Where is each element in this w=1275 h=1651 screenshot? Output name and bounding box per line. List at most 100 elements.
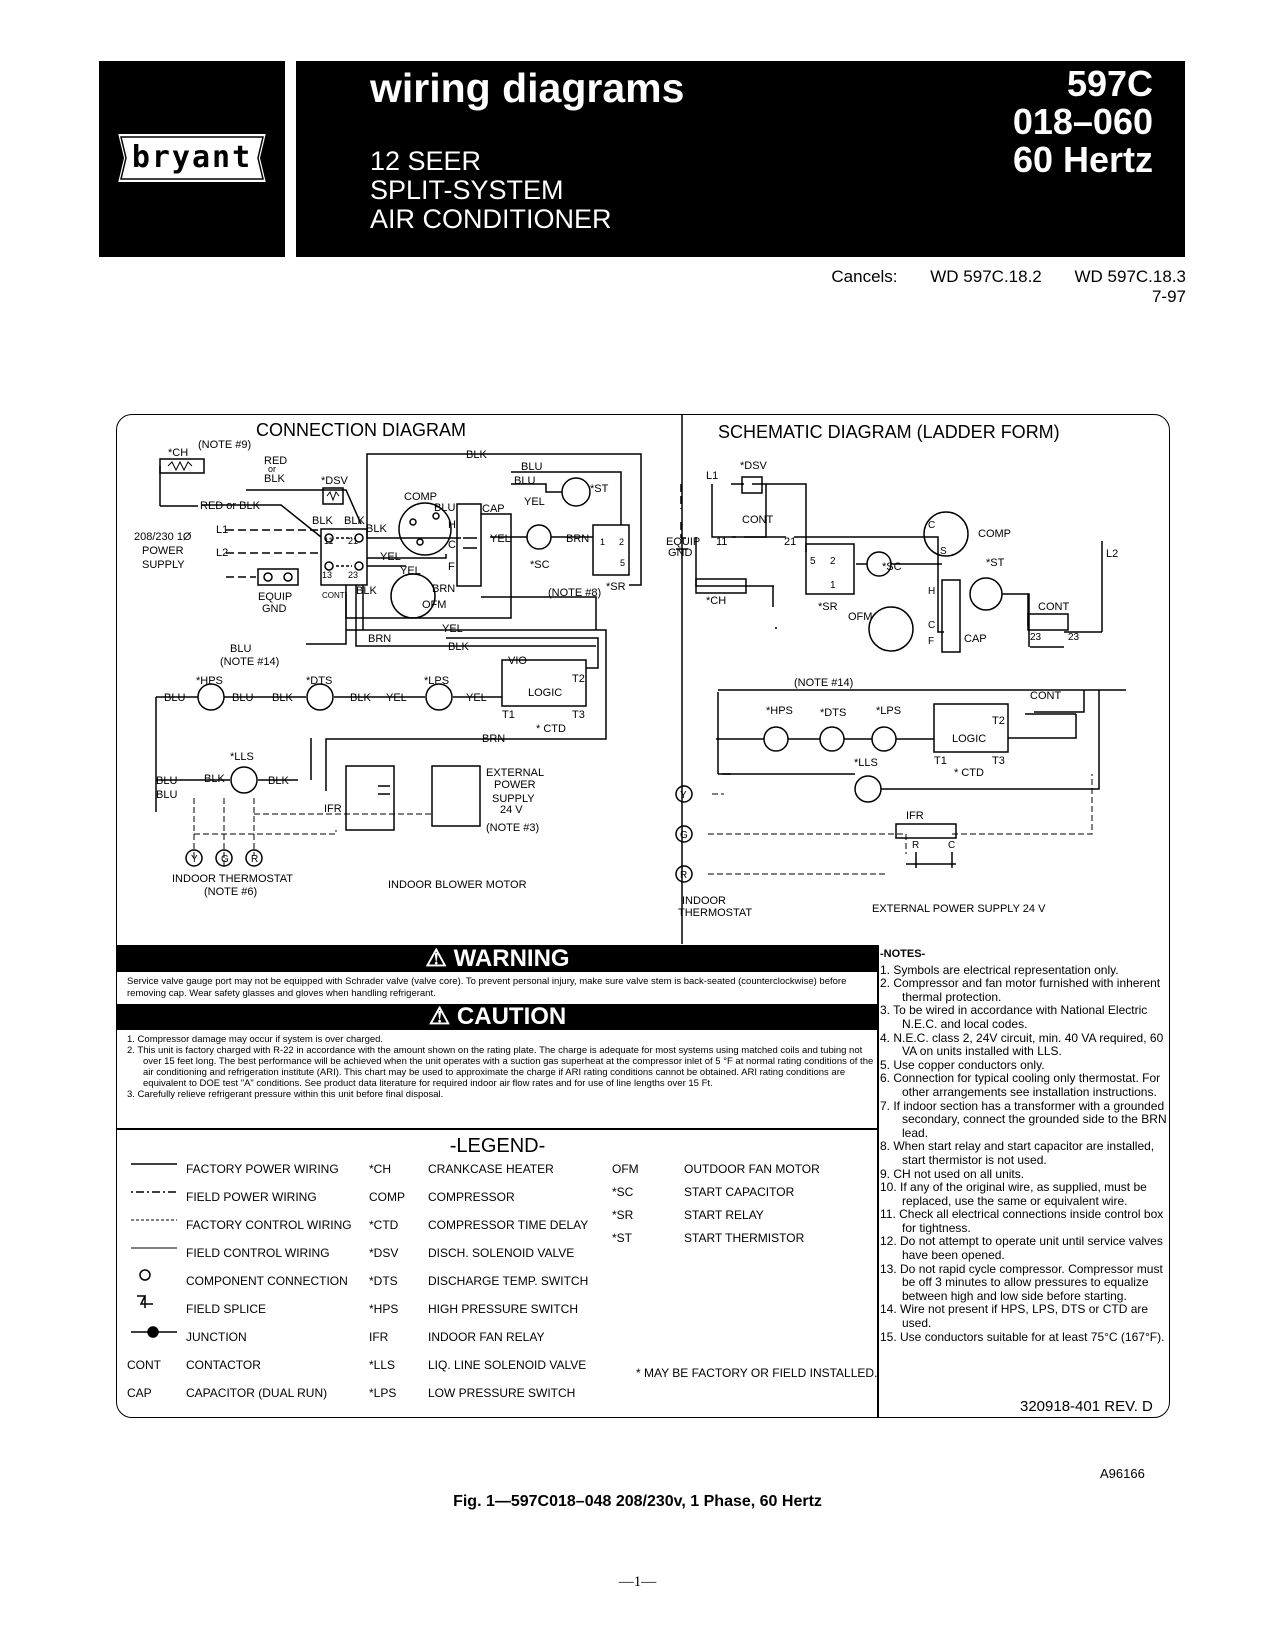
note-item: 8. When start relay and start capacitor …: [880, 1139, 1155, 1167]
legend-wiring-label: FIELD POWER WIRING: [186, 1190, 317, 1204]
legend-abbr: CAP: [127, 1386, 152, 1400]
component-connection-symbol: [139, 1269, 151, 1281]
legend-abbr: *ST: [612, 1231, 633, 1245]
legend-desc: COMPRESSOR: [428, 1190, 515, 1204]
legend-wiring-label: FIELD CONTROL WIRING: [186, 1246, 330, 1260]
label-dsv: *DSV: [740, 460, 768, 472]
label-ofm: OFM: [848, 611, 872, 623]
note-item: 2. Compressor and fan motor furnished wi…: [880, 976, 1161, 1004]
label-lls: *LLS: [230, 751, 254, 763]
field-splice-symbol: [137, 1295, 153, 1308]
legend-footnote: * MAY BE FACTORY OR FIELD INSTALLED.: [636, 1366, 878, 1380]
label-indoor-thermostat: INDOOR: [682, 895, 726, 907]
note-item: 4. N.E.C. class 2, 24V circuit, min. 40 …: [880, 1030, 1164, 1059]
label-terminal: 1: [830, 580, 836, 591]
label-wire: BLU: [521, 461, 542, 473]
label-terminal: 21: [348, 536, 358, 546]
label-hps: *HPS: [766, 705, 793, 717]
label-wire: BLK: [350, 692, 371, 704]
note-item: 11. Check all electrical connections ins…: [880, 1207, 1164, 1235]
label-sc: *SC: [882, 561, 902, 573]
label-wire: BLK: [366, 523, 387, 535]
label-note: (NOTE #14): [220, 656, 279, 668]
label-ext-supply: EXTERNAL: [486, 767, 544, 779]
note-item: 3. To be wired in accordance with Nation…: [880, 1003, 1148, 1031]
label-terminal: 23: [1068, 632, 1080, 643]
label-cont: CONT: [322, 591, 345, 600]
label-ch: *CH: [168, 447, 188, 459]
divider: [117, 1128, 878, 1130]
legend-desc: COMPRESSOR TIME DELAY: [428, 1218, 589, 1232]
label-wire: RED or BLK: [200, 500, 261, 512]
note-item: 6. Connection for typical cooling only t…: [880, 1071, 1161, 1099]
label-wire: BLK: [466, 449, 487, 461]
model-line: 597C: [1066, 63, 1153, 104]
note-item: 5. Use copper conductors only.: [880, 1057, 1045, 1072]
label-wire: BLU: [156, 775, 177, 787]
label-wire: BLK: [344, 515, 365, 527]
label-wire: YEL: [380, 551, 401, 563]
label-terminal: 11: [716, 536, 727, 548]
label-note: (NOTE #9): [198, 439, 251, 451]
label-wire: BLK: [312, 515, 333, 527]
label-wire: BLK: [204, 773, 225, 785]
figure-code: A96166: [1100, 1466, 1145, 1481]
model-number: 597C 018–060 60 Hertz: [1013, 65, 1153, 179]
label-terminal: S: [940, 546, 947, 557]
label-terminal: C: [928, 520, 935, 531]
legend-wiring-label: CONTACTOR: [186, 1358, 261, 1372]
label-note: (NOTE #3): [486, 822, 539, 834]
cancels-label: Cancels:: [831, 267, 898, 286]
label-wire: BLK: [264, 473, 285, 485]
label-terminal: 23: [1030, 632, 1042, 643]
header-title-panel: wiring diagrams 12 SEER SPLIT-SYSTEM AIR…: [296, 61, 1185, 257]
cancels-block: Cancels: WD 597C.18.2 WD 597C.18.3 7-97: [800, 267, 1186, 307]
label-ext-supply: EXTERNAL POWER SUPPLY 24 V: [872, 903, 1046, 915]
label-terminal: 11: [324, 536, 333, 546]
label-note: (NOTE #8): [548, 587, 601, 599]
label-wire: YEL: [386, 692, 407, 704]
legend-desc: DISCHARGE TEMP. SWITCH: [428, 1274, 589, 1288]
caution-list: 1. Compressor damage may occur if system…: [127, 1034, 875, 1100]
label-lps: *LPS: [424, 675, 449, 687]
label-terminal: Y: [680, 790, 687, 801]
label-terminal: L2: [216, 547, 228, 559]
caution-item: 3. Carefully relieve refrigerant pressur…: [127, 1089, 444, 1100]
cancelled-doc: WD 597C.18.3: [1074, 267, 1187, 286]
label-dts: *DTS: [820, 707, 846, 719]
label-terminal: F: [928, 636, 934, 647]
model-line: 60 Hertz: [1012, 139, 1153, 180]
label-cont: CONT: [742, 514, 773, 526]
label-wire: BLU: [232, 692, 253, 704]
label-cap: CAP: [482, 503, 505, 515]
subtitle-line: AIR CONDITIONER: [370, 204, 612, 234]
label-equip-gnd: GND: [668, 547, 693, 559]
label-indoor-blower: INDOOR BLOWER MOTOR: [388, 879, 527, 891]
legend-desc: OUTDOOR FAN MOTOR: [684, 1162, 820, 1176]
label-power-supply: SUPPLY: [142, 559, 185, 571]
label-power-supply: POWER: [142, 545, 184, 557]
label-terminal: T3: [992, 755, 1005, 767]
label-terminal: R: [251, 854, 258, 865]
label-wire: BRN: [368, 633, 391, 645]
label-wire: YEL: [466, 692, 487, 704]
legend-abbr: COMP: [369, 1190, 405, 1204]
label-wire: BLU: [514, 475, 535, 487]
legend-wiring-label: JUNCTION: [186, 1330, 247, 1344]
legend-wiring-label: FACTORY POWER WIRING: [186, 1162, 339, 1176]
label-ext-supply: SUPPLY: [492, 793, 535, 805]
subtitle-line: 12 SEER: [370, 146, 482, 176]
legend-abbr: *DSV: [369, 1246, 399, 1260]
note-item: 10. If any of the original wire, as supp…: [880, 1180, 1147, 1208]
legend-abbr: *CTD: [369, 1218, 399, 1232]
label-note: (NOTE #14): [794, 677, 853, 689]
subtitle-line: SPLIT-SYSTEM: [370, 175, 564, 205]
cancelled-doc: WD 597C.18.2: [930, 267, 1042, 286]
wiring-diagrams: CONNECTION DIAGRAM SCHEMATIC DIAGRAM (LA…: [134, 414, 1126, 944]
legend-wiring-label: COMPONENT CONNECTION: [186, 1274, 348, 1288]
label-terminal: 5: [810, 556, 816, 567]
legend-symbols: [131, 1163, 177, 1338]
label-ifr: IFR: [906, 810, 924, 822]
label-ctd: * CTD: [954, 767, 984, 779]
label-equip-gnd: EQUIP: [258, 591, 292, 603]
